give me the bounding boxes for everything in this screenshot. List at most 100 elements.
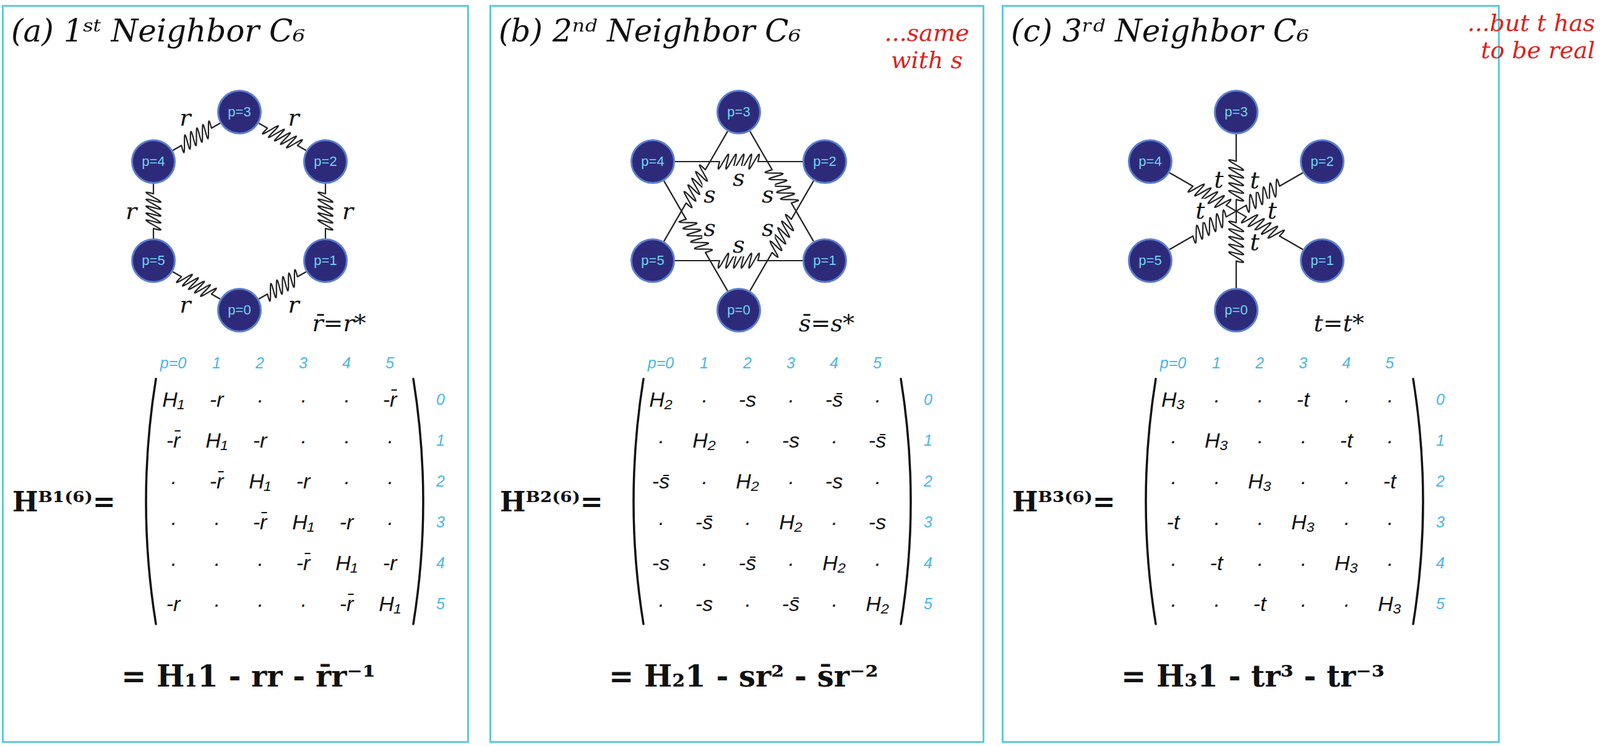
matrix-entry: -r [382,550,398,575]
mass-node: p=0 [1213,287,1259,333]
matrix-entry: · [386,509,393,534]
row-index: 5 [923,594,933,613]
matrix-entry: -s̄ [868,428,887,453]
matrix-entry: · [169,468,177,494]
spring-label: t [1248,168,1261,192]
spring-label: r [178,105,192,130]
column-index: p=0 [647,353,674,372]
matrix-entry: -t [1166,509,1180,534]
matrix-entry: · [1385,387,1393,412]
spring-label: r [286,105,301,130]
matrix-entry: -t [1340,428,1354,453]
matrix-entry: · [386,428,393,453]
equality-note: s̄=s* [798,309,855,337]
matrix-entry: · [299,591,307,616]
spring-connector [318,183,333,239]
column-index: 1 [212,353,221,372]
matrix-entry: · [1299,591,1307,616]
matrix-entry: · [1385,550,1393,575]
matrix-entry: · [212,509,220,534]
matrix-entry: · [743,591,751,616]
spring-label: t [1265,198,1278,223]
matrix-entry: -r̄ [166,428,181,453]
matrix-entry: · [700,387,708,412]
row-index: 0 [1436,390,1445,409]
matrix-entry: H₁ [335,550,357,575]
panel-box: (c) 3ʳᵈ Neighbor C₆p=0p=1p=2p=3p=4p=5 [1001,4,1500,743]
column-index: 1 [1212,353,1221,372]
node-label: p=1 [313,252,337,269]
spring-connector [749,180,814,291]
column-index: 3 [298,353,308,372]
node-label: p=5 [1138,252,1162,269]
mass-node: p=3 [1213,89,1259,135]
row-index: 0 [923,390,933,409]
matrix-entry: -r [296,468,311,494]
matrix-entry: -t [1253,591,1267,616]
row-index: 5 [1436,594,1445,613]
mass-node: p=1 [1299,238,1345,283]
matrix-entry: H₃ [1377,591,1402,616]
mass-node: p=4 [131,139,176,184]
red-note: ...same with s [877,19,977,74]
matrix-entry: · [212,550,220,575]
matrix-entry: H₃ [1247,468,1272,494]
matrix-name: Hᴮ¹⁽⁶⁾= [12,485,116,518]
matrix-entry: · [1299,428,1307,453]
matrix-entry: · [700,468,708,494]
column-index: 4 [342,353,351,372]
matrix-entry: -s̄ [695,509,713,534]
matrix-entry: · [743,428,751,453]
matrix-entry: · [700,550,708,575]
spring-connector [749,131,814,242]
matrix-entry: -r̄ [296,550,311,575]
node-label: p=3 [227,103,251,121]
matrix-entry: -s [782,428,800,453]
node-label: p=5 [141,252,165,269]
matrix-entry: -s [825,468,843,494]
matrix-name: Hᴮ²⁽⁶⁾= [499,485,604,518]
matrix-entry: · [169,509,177,534]
matrix-entry: -s̄ [738,550,757,575]
left-paren [633,378,644,624]
node-label: p=1 [1310,252,1334,269]
matrix-entry: H₁ [162,387,184,412]
column-index: 4 [829,353,839,372]
mass-node: p=4 [1127,139,1173,184]
row-index: 3 [436,512,445,531]
spring-label: t [1194,198,1206,223]
spring-label: s [731,165,747,190]
matrix-entry: · [873,387,881,412]
column-index: 5 [873,353,882,372]
matrix-entry: · [743,509,751,534]
node-label: p=0 [1224,301,1248,319]
matrix-entry: · [299,387,307,412]
matrix-entry: · [342,387,350,412]
node-label: p=0 [227,301,251,319]
spring-label: s [760,182,776,207]
column-index: 3 [1298,353,1308,372]
matrix-entry: · [1212,387,1220,412]
matrix-entry: H₁ [248,468,271,494]
matrix-entry: · [787,387,794,412]
matrix-entry: H₂ [778,509,803,534]
matrix-entry: · [830,428,838,453]
matrix-entry: · [830,509,838,534]
node-label: p=2 [1310,153,1334,170]
row-index: 5 [436,594,445,613]
matrix-entry: -s [738,387,757,412]
matrix-entry: · [1212,468,1220,494]
column-index: 1 [699,353,709,372]
row-index: 3 [1436,512,1445,531]
right-paren [900,378,911,624]
matrix-entry: -s [868,509,887,534]
matrix-entry: -r̄ [253,509,268,534]
spring-connector [1169,172,1304,250]
node-label: p=4 [1138,153,1162,170]
equality-note: t=t* [1313,309,1364,337]
matrix-entry: H₂ [735,468,760,494]
spring-label: s [702,215,718,240]
node-label: p=2 [313,153,337,170]
left-paren [146,378,156,624]
column-index: p=0 [160,353,187,372]
